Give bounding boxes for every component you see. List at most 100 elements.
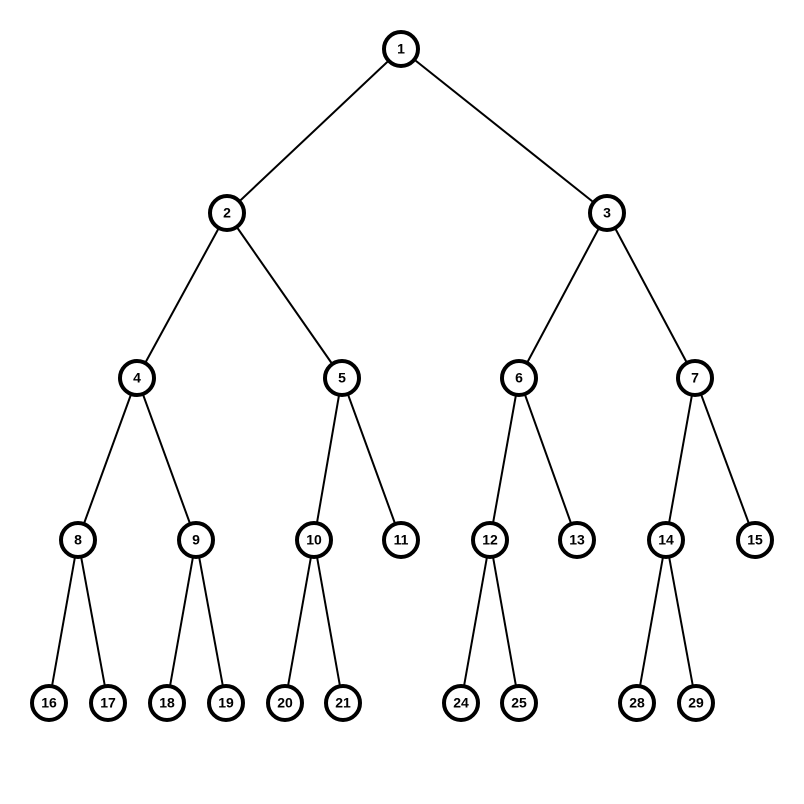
node-circle xyxy=(295,521,333,559)
tree-node-29: 29 xyxy=(677,684,715,722)
tree-node-10: 10 xyxy=(295,521,333,559)
node-label: 13 xyxy=(569,532,585,548)
node-circle xyxy=(500,359,538,397)
edge-7-14 xyxy=(665,377,696,541)
tree-node-25: 25 xyxy=(500,684,538,722)
edge-9-18 xyxy=(166,539,197,704)
node-circle xyxy=(208,194,246,232)
node-label: 18 xyxy=(159,695,175,711)
node-label: 4 xyxy=(133,370,141,386)
node-circle xyxy=(500,684,538,722)
edge-14-29 xyxy=(665,539,697,704)
tree-node-7: 7 xyxy=(676,359,714,397)
tree-node-6: 6 xyxy=(500,359,538,397)
tree-node-28: 28 xyxy=(618,684,656,722)
node-circle xyxy=(324,684,362,722)
edge-2-4 xyxy=(136,212,228,379)
node-circle xyxy=(647,521,685,559)
tree-node-19: 19 xyxy=(207,684,245,722)
edge-14-28 xyxy=(636,539,667,704)
node-label: 14 xyxy=(658,532,674,548)
node-label: 25 xyxy=(511,695,527,711)
node-circle xyxy=(677,684,715,722)
node-circle xyxy=(676,359,714,397)
node-label: 3 xyxy=(603,205,611,221)
node-circle xyxy=(382,30,420,68)
node-circle xyxy=(59,521,97,559)
node-label: 8 xyxy=(74,532,82,548)
node-label: 16 xyxy=(41,695,57,711)
tree-node-2: 2 xyxy=(208,194,246,232)
edge-1-2 xyxy=(226,48,402,214)
node-label: 1 xyxy=(397,41,405,57)
node-label: 17 xyxy=(100,695,116,711)
tree-node-11: 11 xyxy=(382,521,420,559)
edge-12-24 xyxy=(460,539,491,704)
node-label: 10 xyxy=(306,532,322,548)
tree-node-18: 18 xyxy=(148,684,186,722)
node-circle xyxy=(442,684,480,722)
node-circle xyxy=(618,684,656,722)
edges-layer xyxy=(48,48,756,704)
tree-node-21: 21 xyxy=(324,684,362,722)
node-label: 7 xyxy=(691,370,699,386)
node-label: 19 xyxy=(218,695,234,711)
edge-4-8 xyxy=(77,377,138,541)
edge-10-20 xyxy=(284,539,315,704)
node-circle xyxy=(382,521,420,559)
node-label: 20 xyxy=(277,695,293,711)
node-label: 29 xyxy=(688,695,704,711)
tree-node-13: 13 xyxy=(558,521,596,559)
node-circle xyxy=(266,684,304,722)
node-label: 15 xyxy=(747,532,763,548)
node-circle xyxy=(588,194,626,232)
edge-5-11 xyxy=(341,377,402,541)
tree-node-12: 12 xyxy=(471,521,509,559)
tree-node-20: 20 xyxy=(266,684,304,722)
tree-node-4: 4 xyxy=(118,359,156,397)
node-circle xyxy=(207,684,245,722)
edge-8-16 xyxy=(48,539,79,704)
node-circle xyxy=(148,684,186,722)
node-circle xyxy=(118,359,156,397)
node-label: 21 xyxy=(335,695,351,711)
edge-10-21 xyxy=(313,539,344,704)
node-circle xyxy=(323,359,361,397)
node-label: 24 xyxy=(453,695,469,711)
node-label: 28 xyxy=(629,695,645,711)
edge-5-10 xyxy=(313,377,343,541)
node-circle xyxy=(30,684,68,722)
tree-node-15: 15 xyxy=(736,521,774,559)
node-label: 2 xyxy=(223,205,231,221)
tree-node-16: 16 xyxy=(30,684,68,722)
node-label: 11 xyxy=(394,532,409,548)
edge-3-7 xyxy=(606,212,696,379)
edge-2-5 xyxy=(226,212,343,379)
edge-6-13 xyxy=(518,377,578,541)
node-circle xyxy=(736,521,774,559)
tree-node-3: 3 xyxy=(588,194,626,232)
edge-8-17 xyxy=(77,539,109,704)
edge-12-25 xyxy=(489,539,520,704)
node-label: 6 xyxy=(515,370,523,386)
node-label: 9 xyxy=(192,532,200,548)
edge-7-15 xyxy=(694,377,756,541)
edge-3-6 xyxy=(518,212,608,379)
node-label: 12 xyxy=(482,532,498,548)
node-circle xyxy=(177,521,215,559)
node-circle xyxy=(89,684,127,722)
node-circle xyxy=(471,521,509,559)
tree-node-9: 9 xyxy=(177,521,215,559)
edge-9-19 xyxy=(195,539,227,704)
edge-1-3 xyxy=(400,48,608,214)
tree-node-14: 14 xyxy=(647,521,685,559)
edge-6-12 xyxy=(489,377,520,541)
tree-node-17: 17 xyxy=(89,684,127,722)
edge-4-9 xyxy=(136,377,197,541)
node-circle xyxy=(558,521,596,559)
tree-node-8: 8 xyxy=(59,521,97,559)
tree-node-5: 5 xyxy=(323,359,361,397)
